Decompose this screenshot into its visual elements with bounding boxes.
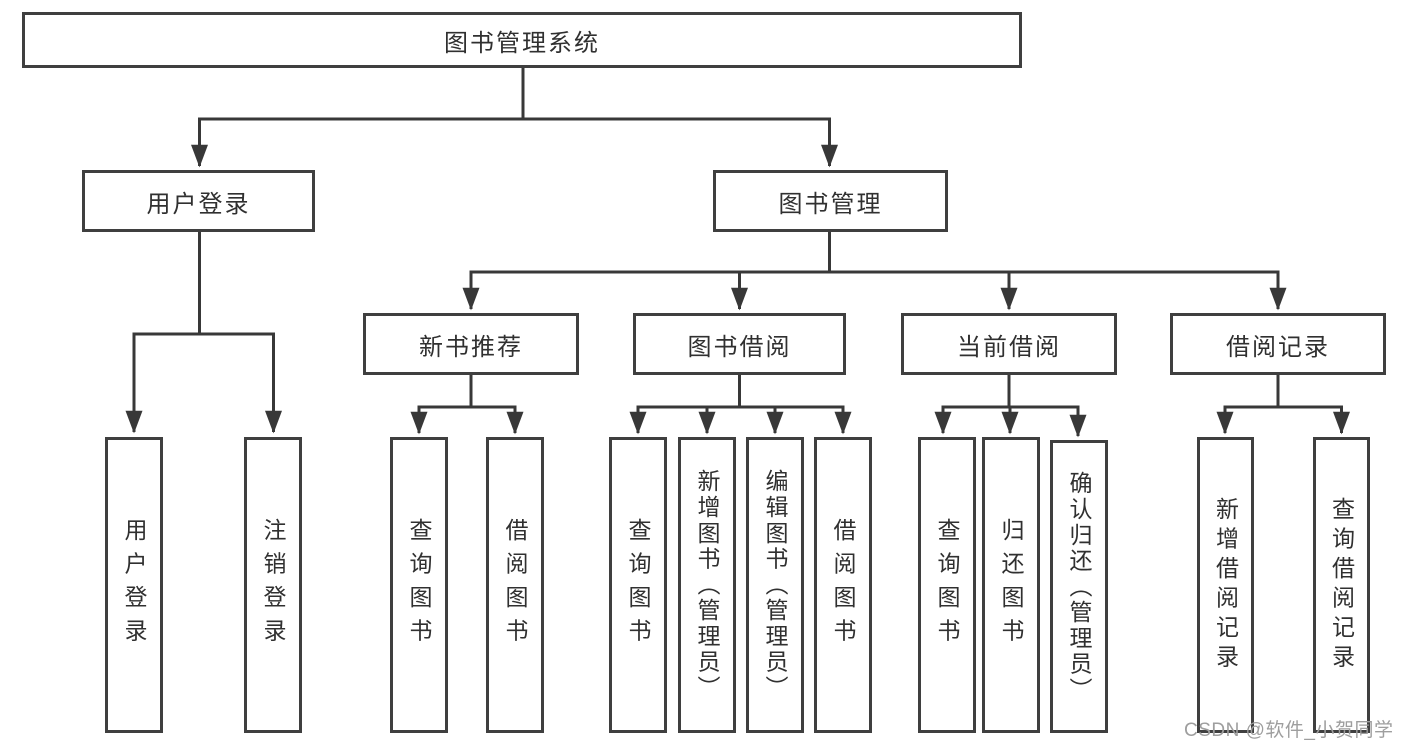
node-logout: 注销登录 — [244, 437, 302, 733]
csdn-watermark: CSDN @软件_小贺同学 — [1184, 720, 1394, 741]
node-book-borrowing: 图书借阅 — [633, 313, 846, 375]
node-borrow-query-books: 查询图书 — [609, 437, 667, 733]
node-root: 图书管理系统 — [22, 12, 1022, 68]
node-label: 用户登录 — [121, 518, 147, 652]
node-borrow-borrow-books: 借阅图书 — [814, 437, 872, 733]
node-label: 编辑图书（管理员） — [762, 469, 788, 701]
node-recommend-query-books: 查询图书 — [390, 437, 448, 733]
node-label: 查询图书 — [625, 518, 651, 652]
node-records-query-record: 查询借阅记录 — [1313, 437, 1370, 733]
node-label: 新增图书（管理员） — [694, 469, 720, 701]
node-new-book-recommend: 新书推荐 — [363, 313, 579, 375]
node-borrow-records: 借阅记录 — [1170, 313, 1386, 375]
node-label: 借阅图书 — [502, 518, 528, 652]
node-label: 确认归还（管理员） — [1066, 470, 1092, 703]
node-label: 查询借阅记录 — [1328, 496, 1355, 674]
node-label: 查询图书 — [934, 518, 960, 652]
node-current-confirm-return-admin: 确认归还（管理员） — [1050, 440, 1108, 733]
node-user-login: 用户登录 — [105, 437, 163, 733]
node-label: 注销登录 — [260, 518, 286, 652]
node-borrow-add-books-admin: 新增图书（管理员） — [678, 437, 736, 733]
node-borrow-edit-books-admin: 编辑图书（管理员） — [746, 437, 804, 733]
node-label: 借阅图书 — [830, 518, 856, 652]
node-recommend-borrow-books: 借阅图书 — [486, 437, 544, 733]
node-current-query-books: 查询图书 — [918, 437, 976, 733]
node-label: 新增借阅记录 — [1212, 496, 1239, 674]
node-records-add-record: 新增借阅记录 — [1197, 437, 1254, 733]
node-current-return-books: 归还图书 — [982, 437, 1040, 733]
node-label: 归还图书 — [998, 518, 1024, 652]
node-book-management: 图书管理 — [713, 170, 948, 232]
node-user-login-branch: 用户登录 — [82, 170, 315, 232]
node-current-borrowing: 当前借阅 — [901, 313, 1117, 375]
node-label: 查询图书 — [406, 518, 432, 652]
